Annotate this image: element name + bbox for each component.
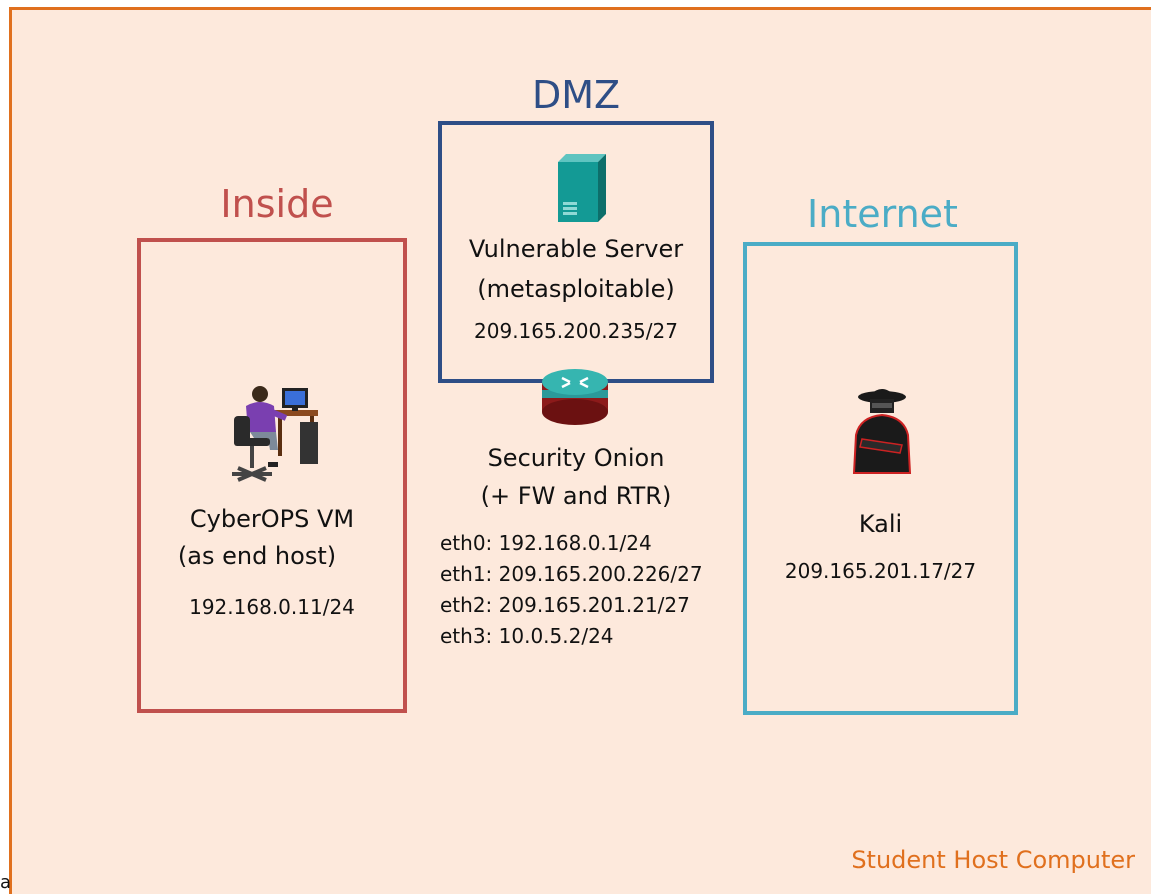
security-onion-label-line2: (+ FW and RTR): [480, 482, 672, 510]
zone-title-internet: Internet: [807, 192, 958, 236]
zone-internet-box: [743, 242, 1018, 715]
hacker-icon: [852, 389, 912, 474]
stray-character: a: [0, 872, 12, 893]
security-onion-label-line1: Security Onion: [487, 444, 665, 472]
zone-title-dmz: DMZ: [531, 73, 621, 117]
cyberops-ip: 192.168.0.11/24: [189, 595, 355, 619]
kali-label: Kali: [858, 510, 903, 538]
router-icon: [542, 369, 608, 425]
student-host-computer-label: Student Host Computer: [851, 846, 1135, 874]
security-onion-interfaces: eth0: 192.168.0.1/24 eth1: 209.165.200.2…: [440, 528, 703, 652]
zone-title-inside: Inside: [220, 182, 334, 226]
zone-inside-box: [137, 238, 407, 713]
interface-eth3: eth3: 10.0.5.2/24: [440, 624, 614, 648]
interface-eth0: eth0: 192.168.0.1/24: [440, 531, 652, 555]
kali-ip: 209.165.201.17/27: [784, 559, 977, 583]
cyberops-label-line1: CyberOPS VM: [189, 505, 355, 533]
interface-eth2: eth2: 209.165.201.21/27: [440, 593, 690, 617]
server-label-line1: Vulnerable Server: [468, 235, 684, 263]
cyberops-label-line2: (as end host): [177, 542, 337, 570]
server-label-line2: (metasploitable): [477, 275, 675, 303]
server-icon: [558, 154, 606, 222]
server-ip: 209.165.200.235/27: [474, 319, 678, 343]
interface-eth1: eth1: 209.165.200.226/27: [440, 562, 703, 586]
workstation-user-icon: [232, 386, 318, 482]
